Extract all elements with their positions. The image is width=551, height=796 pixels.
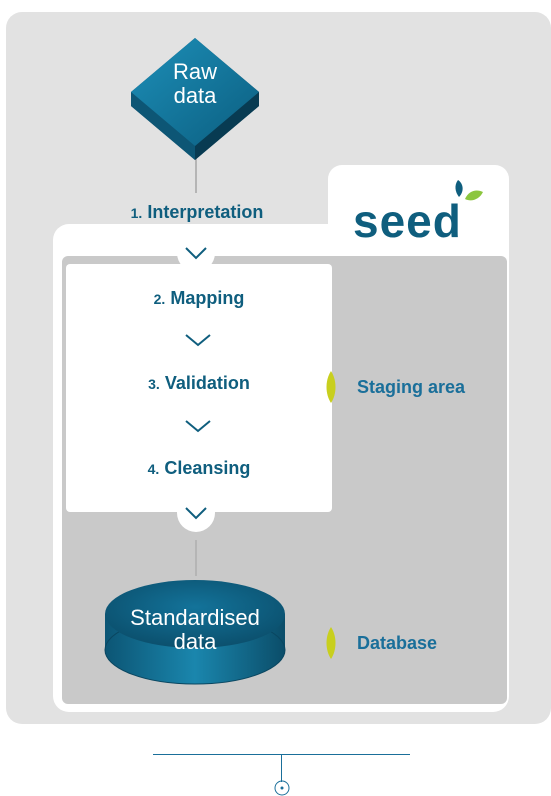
database-leaf-icon [326,627,336,659]
leaf-icon [455,180,483,201]
step-2-number: 2. [153,291,166,307]
raw-data-line1: Raw [172,59,217,84]
chevron-down-icon [185,420,211,433]
chevron-circle-1 [177,234,215,272]
step-1-label: Interpretation [147,202,264,222]
step-mapping: 2. Mapping [66,288,332,309]
connector-line-top [195,153,197,193]
step-validation: 3. Validation [66,373,332,394]
step-1-number: 1. [130,205,143,221]
step-3-number: 3. [148,376,160,392]
step-interpretation: 1. Interpretation [64,202,330,223]
database-label: Database [357,633,438,653]
standardised-data-cylinder [104,580,286,685]
seed-logo-text: seed [353,195,462,247]
steps-box [66,264,332,512]
raw-data-label: Raw data [145,60,245,108]
step-3-label: Validation [164,373,250,393]
standardised-data-label: Standardised data [105,606,285,654]
standardised-line2: data [173,629,217,654]
connector-line-bottom [195,540,197,576]
step-4-number: 4. [147,461,160,477]
footer-stem [281,754,282,782]
chevron-down-icon [185,334,211,347]
raw-data-block [131,38,259,160]
step-4-label: Cleansing [164,458,251,478]
footer-circle-icon [274,780,290,796]
staging-leaf-icon [326,371,336,403]
staging-area-label: Staging area [357,377,466,397]
chevron-circle-2 [177,494,215,532]
step-cleansing: 4. Cleansing [66,458,332,479]
raw-data-line2: data [173,83,217,108]
standardised-line1: Standardised [130,605,260,630]
step-2-label: Mapping [170,288,245,308]
